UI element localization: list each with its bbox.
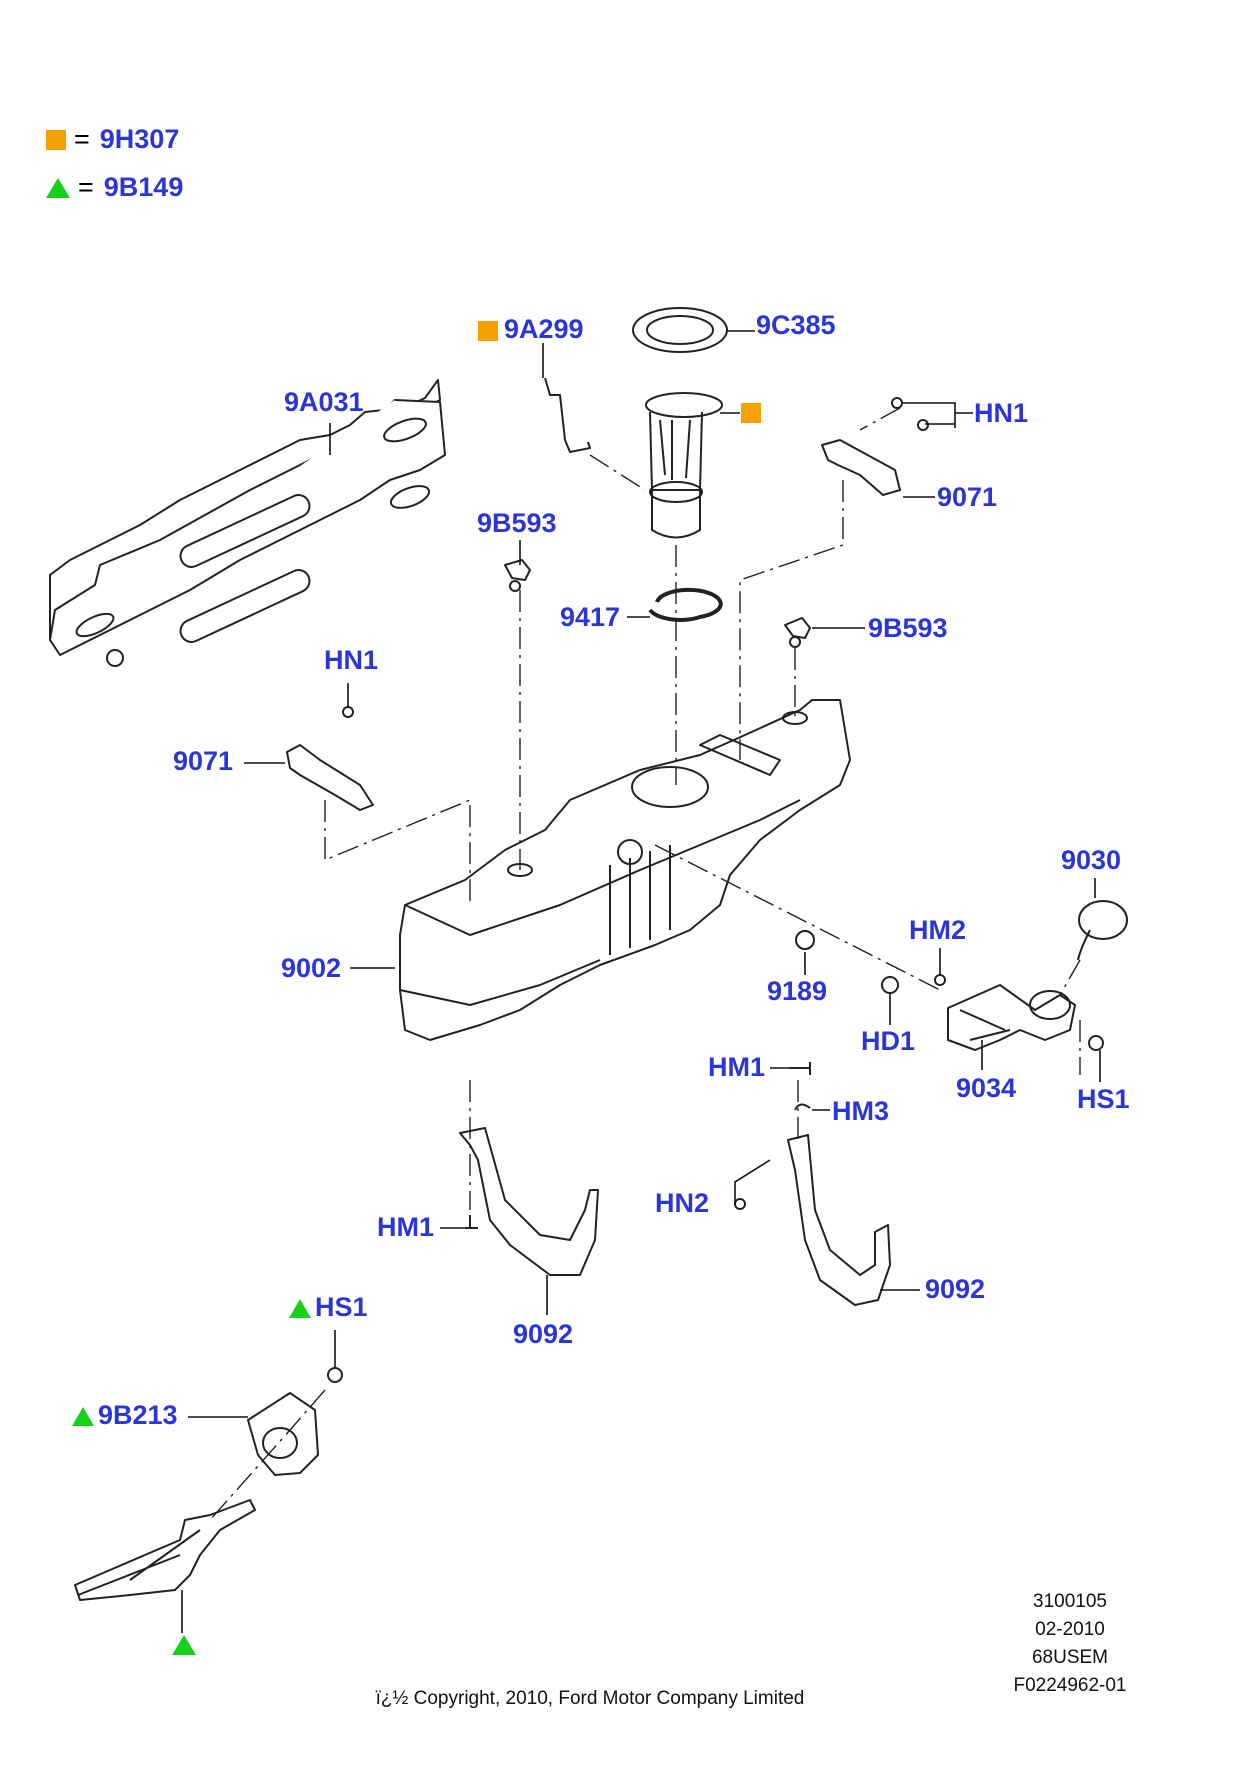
legend-row-triangle: = 9B149: [46, 172, 183, 203]
label-9092-right: 9092: [925, 1274, 986, 1304]
label-hn2: HN2: [655, 1188, 710, 1218]
drawing-code-line: 02-2010: [1035, 1619, 1105, 1640]
legend-equals: =: [78, 172, 94, 202]
label-hm2: HM2: [909, 915, 967, 945]
nut-hn1-top-a: [891, 397, 903, 409]
bracket-9071-left: [286, 744, 374, 811]
clip-hm2: [934, 974, 946, 986]
drawing-code-block: 3100105 02-2010 68USEM F0224962-01: [1000, 1588, 1140, 1700]
label-9a299: 9A299: [478, 314, 584, 344]
leader-hn2: [734, 1159, 771, 1204]
green-triangle-icon: [289, 1299, 311, 1319]
label-9a031: 9A031: [284, 387, 364, 417]
green-triangle-icon: [72, 1407, 94, 1427]
legend-code: 9H307: [99, 124, 180, 154]
nut-hn1-left: [342, 706, 354, 718]
label-9b593-left: 9B593: [477, 508, 557, 538]
label-9189: 9189: [767, 976, 828, 1006]
nut-hn2: [734, 1198, 746, 1210]
label-hm1-lower: HM1: [377, 1212, 435, 1242]
label-hm1-upper: HM1: [708, 1052, 766, 1082]
axis-door: [209, 1389, 326, 1521]
label-hs1-right: HS1: [1077, 1084, 1130, 1114]
label-9b593-right: 9B593: [868, 613, 948, 643]
axis-cap: [1059, 959, 1081, 996]
label-hd1: HD1: [861, 1026, 916, 1056]
legend-code: 9B149: [103, 172, 184, 202]
orange-square-icon: [741, 403, 761, 423]
axis-bracket-left: [324, 798, 471, 905]
axis-hn1-top: [859, 407, 901, 431]
clip-hm3: [794, 1103, 811, 1111]
label-9071-left: 9071: [173, 746, 234, 776]
bolt-hm1-lower: [465, 1215, 478, 1229]
label-9092-left: 9092: [513, 1319, 574, 1349]
sender-9a299: [544, 377, 591, 453]
strap-9092-right: [787, 1134, 891, 1306]
bolt-hm1-upper: [790, 1062, 811, 1075]
axis-sender: [589, 454, 646, 491]
clamp-9189: [795, 930, 815, 950]
bolt-hs1-right: [1088, 1035, 1104, 1051]
heat-shield-9a031: [49, 379, 446, 667]
clamp-hd1: [881, 976, 899, 994]
legend-row-square: = 9H307: [46, 124, 179, 155]
label-hn1-top: HN1: [974, 398, 1029, 428]
fuel-tank-9002: [399, 699, 851, 1041]
green-triangle-icon: [172, 1635, 196, 1655]
strap-9092-left: [459, 1127, 599, 1276]
label-9c385: 9C385: [756, 310, 836, 340]
label-hn1-left: HN1: [324, 645, 379, 675]
nut-hn1-top-b: [917, 419, 929, 431]
drawing-code-line: 3100105: [1033, 1591, 1107, 1612]
leader-hn1-top: [903, 402, 973, 428]
label-9002: 9002: [281, 953, 342, 983]
lower-filler-pipe: [74, 1499, 256, 1601]
green-triangle-icon: [46, 177, 70, 198]
label-9034: 9034: [956, 1073, 1017, 1103]
label-hs1-left: HS1: [289, 1292, 368, 1322]
vent-valve-left: [504, 559, 531, 592]
fuel-pump-module: [645, 392, 723, 539]
fuel-cap-9030: [1077, 900, 1128, 961]
label-9417: 9417: [560, 602, 621, 632]
label-hm3: HM3: [832, 1096, 890, 1126]
label-9071-right: 9071: [937, 482, 998, 512]
bolt-hs1-left: [327, 1367, 343, 1383]
axis-filler: [654, 844, 941, 991]
lock-ring-9c385: [632, 307, 728, 353]
drawing-code-line: F0224962-01: [1013, 1675, 1127, 1696]
orange-square-icon: [478, 320, 498, 341]
label-9030: 9030: [1061, 845, 1122, 875]
label-9b213: 9B213: [72, 1400, 178, 1430]
vent-valve-right: [784, 617, 811, 648]
filler-pipe-9034: [947, 984, 1076, 1051]
copyright-text: ï¿½ Copyright, 2010, Ford Motor Company …: [375, 1688, 805, 1709]
bracket-9071-right: [821, 439, 901, 496]
filler-door-9b213: [247, 1392, 319, 1476]
drawing-code-line: 68USEM: [1031, 1647, 1109, 1668]
seal-9417: [648, 587, 723, 622]
orange-square-icon: [46, 129, 66, 150]
legend-equals: =: [74, 124, 90, 154]
axis-bracket-right: [739, 480, 844, 760]
